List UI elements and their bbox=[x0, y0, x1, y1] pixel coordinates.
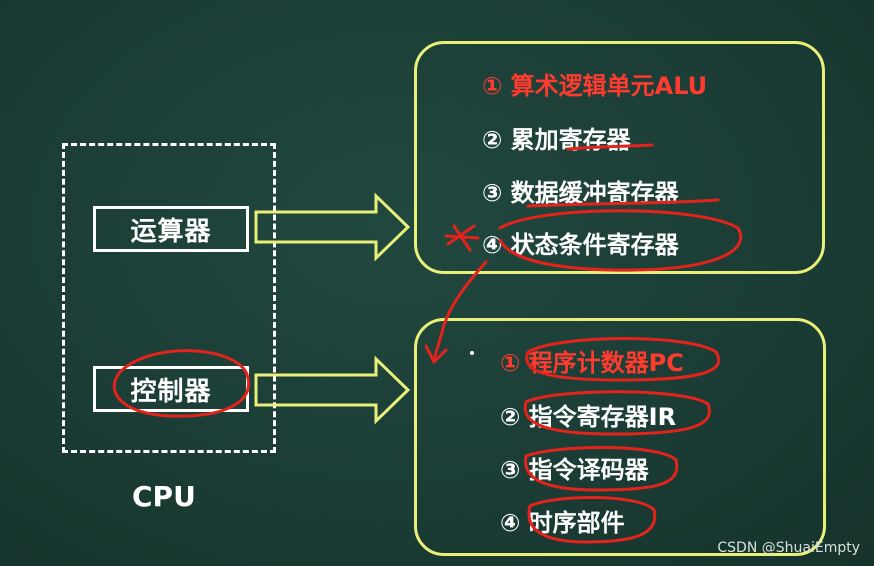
alu-item-4: ④ 状态条件寄存器 bbox=[482, 231, 679, 259]
alu-item-2: ② 累加寄存器 bbox=[482, 126, 631, 154]
alu-item-1: ① 算术逻辑单元ALU bbox=[482, 72, 708, 100]
alu-components-panel bbox=[414, 41, 825, 274]
alu-arrow bbox=[254, 192, 411, 262]
control-unit-box: 控制器 bbox=[93, 366, 249, 412]
csdn-watermark: CSDN @ShuaiEmpty bbox=[717, 540, 860, 556]
cpu-label: CPU bbox=[132, 480, 196, 513]
control-item-4: ④ 时序部件 bbox=[500, 509, 625, 537]
control-item-3: ③ 指令译码器 bbox=[500, 456, 649, 484]
control-item-1: ① 程序计数器PC bbox=[500, 349, 684, 377]
cpu-dashed-boundary bbox=[62, 143, 276, 453]
control-item-2: ② 指令寄存器IR bbox=[500, 403, 677, 431]
alu-unit-box: 运算器 bbox=[93, 206, 249, 252]
control-arrow bbox=[254, 355, 411, 425]
alu-item-3: ③ 数据缓冲寄存器 bbox=[482, 179, 679, 207]
control-components-panel bbox=[414, 318, 826, 556]
